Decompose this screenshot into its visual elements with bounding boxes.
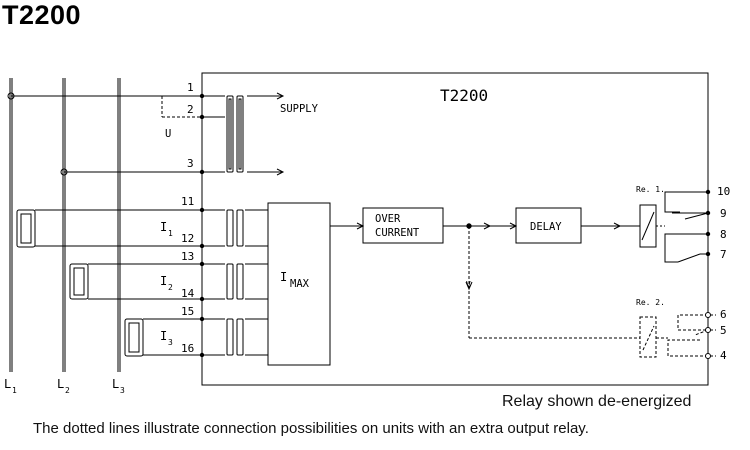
pin-11: 11 bbox=[181, 195, 194, 208]
imax-suffix: MAX bbox=[290, 278, 310, 290]
phase-sub-l2: 2 bbox=[65, 386, 70, 395]
pin-13: 13 bbox=[181, 250, 194, 263]
phase-label-l2: L bbox=[57, 377, 64, 391]
current-input-labels: I 1 I 2 I 3 bbox=[160, 220, 173, 347]
unit-label: T2200 bbox=[440, 86, 488, 105]
input-label-i3: I bbox=[160, 329, 167, 343]
dotted-lines-note: The dotted lines illustrate connection p… bbox=[33, 420, 589, 437]
input-label-i2: I bbox=[160, 274, 167, 288]
delay-label: DELAY bbox=[530, 221, 562, 233]
right-terminals bbox=[705, 189, 711, 257]
left-terminals bbox=[199, 93, 205, 358]
pin-3: 3 bbox=[187, 157, 194, 170]
supply-transformer bbox=[226, 95, 244, 173]
phase-conductors bbox=[9, 78, 121, 372]
v-arrow bbox=[465, 281, 473, 291]
overcurrent-line1: OVER bbox=[375, 213, 401, 225]
pin-14: 14 bbox=[181, 287, 195, 300]
supply-label: SUPPLY bbox=[280, 103, 319, 115]
pin-15: 15 bbox=[181, 305, 194, 318]
delay-block bbox=[515, 207, 582, 244]
relay-2 bbox=[468, 226, 709, 358]
u-label: U bbox=[165, 128, 171, 140]
right-terminals-open bbox=[705, 312, 711, 359]
right-pin-numbers: 10 9 8 7 6 5 4 bbox=[717, 185, 730, 362]
phase-sub-l3: 3 bbox=[120, 386, 125, 395]
relay2-label: Re. 2. bbox=[636, 298, 665, 307]
relay1-label: Re. 1. bbox=[636, 185, 665, 194]
input-sub-i1: 1 bbox=[168, 229, 173, 238]
phase-label-l1: L bbox=[4, 377, 11, 391]
left-pin-numbers: 1 2 3 11 12 13 14 15 16 bbox=[181, 81, 195, 355]
imax-block bbox=[267, 202, 331, 366]
pin-9: 9 bbox=[720, 207, 727, 220]
pin-5: 5 bbox=[720, 324, 727, 337]
pin-1: 1 bbox=[187, 81, 194, 94]
phase-sub-l1: 1 bbox=[12, 386, 17, 395]
pin-8: 8 bbox=[720, 228, 727, 241]
internal-cts bbox=[202, 209, 268, 356]
pin-16: 16 bbox=[181, 342, 194, 355]
pin-6: 6 bbox=[720, 308, 727, 321]
imax-prefix: I bbox=[280, 270, 287, 284]
relay-1 bbox=[639, 191, 709, 263]
relay2-terminal-ticks bbox=[711, 314, 716, 357]
pin-4: 4 bbox=[720, 349, 727, 362]
input-label-i1: I bbox=[160, 220, 167, 234]
signal-chain bbox=[330, 222, 640, 230]
overcurrent-line2: CURRENT bbox=[375, 227, 420, 239]
supply-wiring bbox=[7, 92, 285, 176]
v-mark: V bbox=[466, 280, 471, 289]
unit-enclosure bbox=[201, 72, 709, 386]
input-sub-i3: 3 bbox=[168, 338, 173, 347]
relay-state-caption: Relay shown de-energized bbox=[502, 393, 692, 410]
phase-label-l3: L bbox=[112, 377, 119, 391]
pin-7: 7 bbox=[720, 248, 727, 261]
pin-10: 10 bbox=[717, 185, 730, 198]
input-sub-i2: 2 bbox=[168, 283, 173, 292]
overcurrent-block bbox=[362, 207, 444, 244]
pin-12: 12 bbox=[181, 232, 194, 245]
page-title: T2200 bbox=[2, 0, 82, 30]
phase-labels: L 1 L 2 L 3 bbox=[4, 377, 125, 395]
pin-2: 2 bbox=[187, 103, 194, 116]
external-cts bbox=[16, 209, 202, 357]
